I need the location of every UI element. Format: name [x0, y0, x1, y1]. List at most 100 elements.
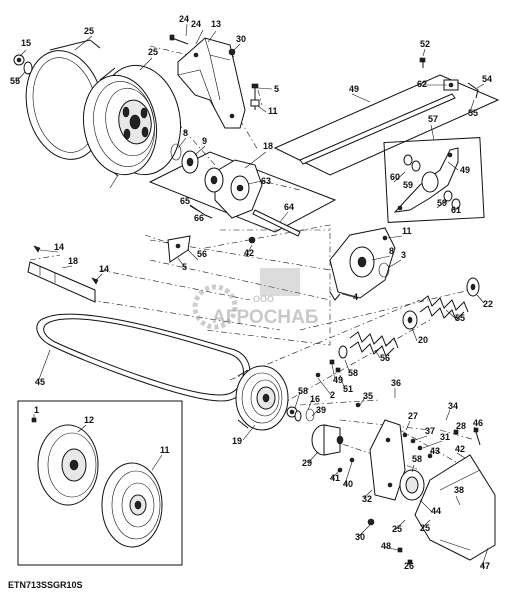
panel-47-frame [273, 74, 500, 176]
callout: 47 [480, 561, 490, 571]
washer-56 [338, 345, 348, 359]
fasteners-27-30-34-42 [402, 432, 433, 459]
callout: 25 [84, 26, 94, 36]
bolt-5-9 [250, 83, 260, 110]
callout: 42 [455, 444, 465, 454]
callout: 61 [451, 205, 461, 215]
bracket-11 [177, 37, 246, 129]
spring-63-64-65 [189, 204, 213, 219]
callout: 63 [261, 176, 271, 186]
callout: 14 [54, 242, 64, 252]
callout: 3 [401, 250, 406, 260]
nut-15 [13, 54, 25, 66]
callout: 27 [408, 411, 418, 421]
callout: 39 [316, 405, 326, 415]
callout: 29 [302, 458, 312, 468]
callout: 22 [483, 299, 493, 309]
bolt-49 [315, 359, 341, 378]
callout: 28 [456, 421, 466, 431]
washer-55 [23, 61, 33, 75]
callout: 32 [362, 494, 372, 504]
callout: 55 [10, 76, 20, 86]
shaft-47 [299, 93, 456, 165]
callout: 46 [473, 418, 483, 428]
ring-36 [305, 408, 315, 422]
callout: 16 [310, 394, 320, 404]
nut-15-washer-55-mid [286, 406, 302, 422]
pulley-12 [101, 462, 163, 548]
callout: 56 [197, 249, 207, 259]
callout: 30 [355, 532, 365, 542]
callout: 57 [428, 114, 438, 124]
callout: 11 [402, 226, 412, 236]
callout: 25 [420, 523, 430, 533]
callout: 55 [455, 313, 465, 323]
callout: 60 [390, 172, 400, 182]
fitting-60 [443, 79, 459, 91]
bearing-7 [181, 150, 199, 174]
panel-10-frame [204, 224, 331, 346]
callout: 15 [21, 38, 31, 48]
callout: 24 [179, 14, 189, 24]
callout: 11 [268, 106, 278, 116]
callout: 58 [298, 386, 308, 396]
bushing-58-59 [403, 154, 461, 210]
hub-57 [399, 469, 425, 501]
callout: 42 [244, 248, 254, 258]
pin-51-52 [467, 82, 479, 99]
bracket-4 [329, 291, 341, 301]
callout: 55 [468, 108, 478, 118]
callout: 62 [417, 79, 427, 89]
spring-54-upper [419, 295, 469, 321]
assembly-lines [27, 45, 476, 471]
callout: 25 [148, 47, 158, 57]
callout: 48 [381, 541, 391, 551]
callout: 31 [440, 432, 450, 442]
callout: 5 [274, 84, 279, 94]
callout: 44 [431, 506, 441, 516]
guard-44 [414, 454, 496, 561]
inset-frame [17, 400, 183, 566]
callout: 30 [236, 34, 246, 44]
callout: 65 [180, 196, 190, 206]
shaft-17 [27, 261, 96, 303]
callout: 41 [330, 473, 340, 483]
callout: 24 [191, 19, 201, 29]
watermark-top-text: ООО [253, 294, 274, 304]
callout: 49 [333, 375, 343, 385]
callout: 20 [418, 335, 428, 345]
callout: 56 [380, 353, 390, 363]
callout: 8 [183, 128, 188, 138]
callout: 26 [404, 561, 414, 571]
bracket-53 [167, 235, 191, 263]
callout: 58 [348, 368, 358, 378]
callout: 59 [403, 180, 413, 190]
bolt-48 [419, 57, 426, 68]
callout: 11 [160, 445, 170, 455]
callout: 51 [343, 384, 353, 394]
drawing-code: ETN713SSGR10S [8, 580, 83, 590]
callout: 2 [330, 390, 335, 400]
pulley-13 [37, 424, 99, 506]
pulley-18 [235, 365, 289, 431]
callout: 45 [35, 377, 45, 387]
part-callouts: 15 55 25 25 24 24 13 30 5 11 8 9 18 63 6… [10, 14, 493, 571]
mounting-plate-10 [329, 227, 396, 299]
pulley-66 [82, 64, 182, 177]
callout: 37 [425, 426, 435, 436]
hub-28 [311, 424, 344, 456]
callout: 54 [482, 74, 492, 84]
nut-29-bottom [367, 518, 375, 526]
cap-20 [466, 277, 480, 297]
callout: 40 [343, 479, 353, 489]
callout: 1 [34, 405, 39, 415]
callout: 49 [460, 165, 470, 175]
spring-54-lower [349, 331, 399, 357]
watermark-logo: ООО АГРОСНАБ [192, 268, 319, 330]
callout: 38 [454, 485, 464, 495]
callout: 35 [363, 391, 373, 401]
callout: 25 [392, 524, 402, 534]
nut-39 [248, 236, 256, 244]
callout: 34 [448, 401, 458, 411]
